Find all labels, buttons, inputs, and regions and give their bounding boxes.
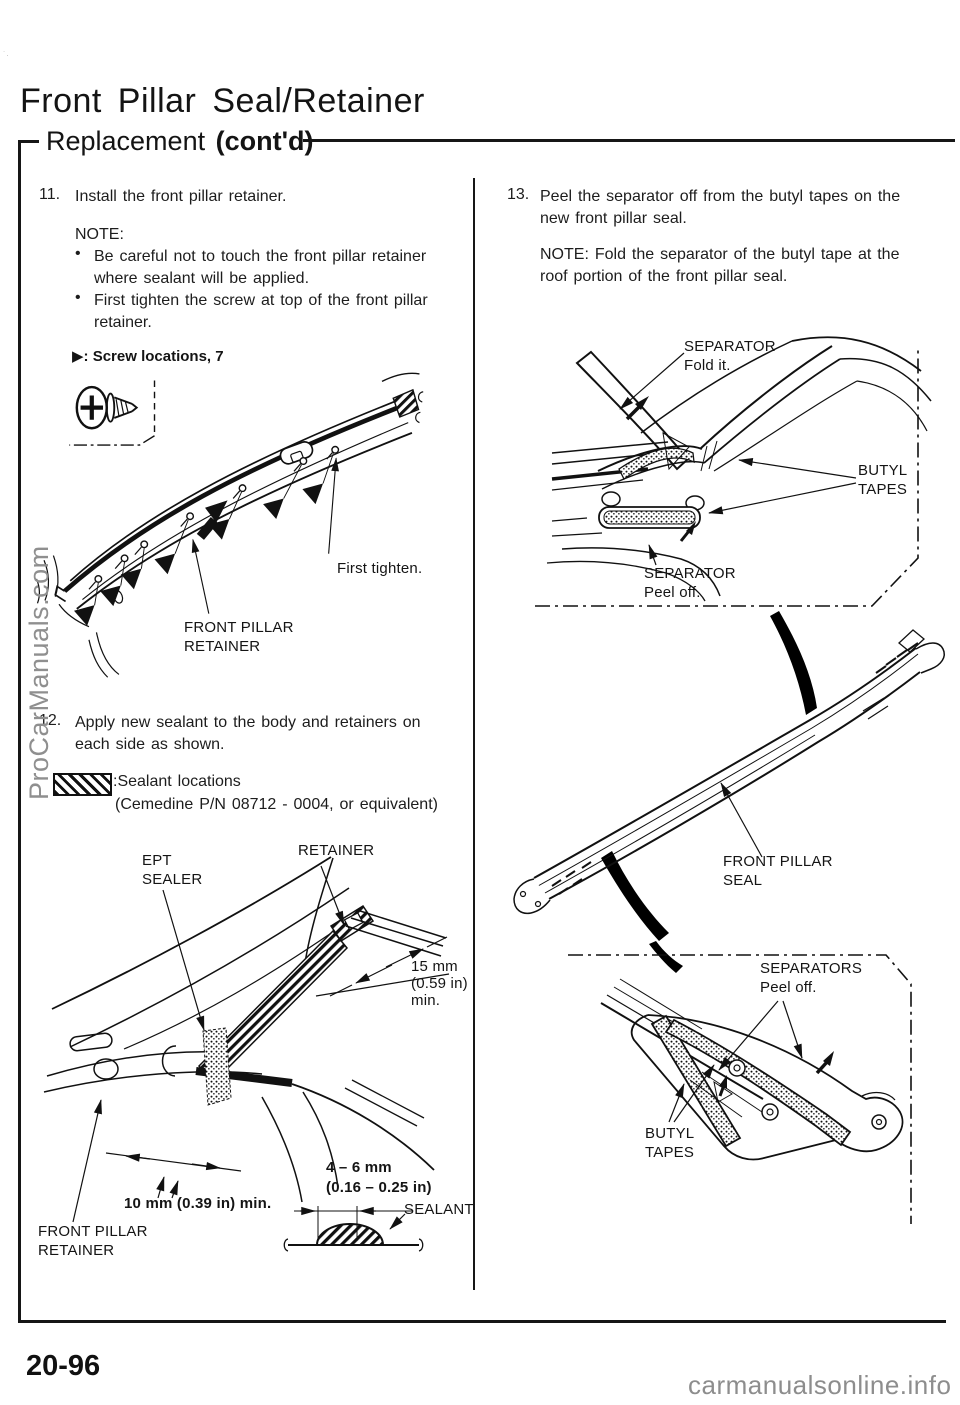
inset-border-2 <box>568 954 912 1224</box>
dimension-10mm <box>105 1152 242 1199</box>
retainer-screw-diagram <box>35 372 424 678</box>
first-tighten-label: First tighten. <box>337 560 423 577</box>
butyl-leader-3 <box>668 1083 685 1123</box>
section-contd: (cont'd) <box>215 126 314 156</box>
front-pillar-retainer-label-2: FRONT PILLAR RETAINER <box>38 1223 148 1259</box>
screw-callout-leader <box>69 380 156 446</box>
peel-motion-arrows <box>718 1051 834 1097</box>
separators-leader-2 <box>782 1000 803 1059</box>
sealant-hatch-swatch <box>53 773 112 796</box>
section-name: Replacement <box>46 126 216 156</box>
step-13-text: Peel the separator off from the butyl ta… <box>540 188 901 227</box>
scan-artifact: ˙· <box>3 50 9 60</box>
bullet-icon: • <box>75 245 81 262</box>
watermark-bottom: carmanualsonline.info <box>688 1370 952 1400</box>
butyl-tapes-label-2: BUTYL TAPES <box>645 1125 695 1161</box>
brush-swoosh-bottom <box>601 851 669 941</box>
sealant-label: SEALANT <box>404 1201 474 1218</box>
retainer-label-leader <box>191 538 210 614</box>
page-number: 20-96 <box>26 1350 101 1382</box>
screw-marker-icon: ▶ <box>72 348 84 365</box>
separators-leader-1 <box>718 1000 779 1071</box>
step-13-number: 13. <box>507 186 530 203</box>
butyl-leader-4 <box>673 1064 715 1123</box>
bottom-border <box>18 1320 946 1323</box>
note-13-text: NOTE: Fold the separator of the butyl ta… <box>540 246 900 285</box>
separator-diagram <box>535 336 932 607</box>
ept-sealer-label: EPT SEALER <box>142 852 203 888</box>
dim-15mm-label: 15 mm (0.59 in) min. <box>411 958 468 1009</box>
peel-motion-arrow <box>679 521 696 542</box>
separators-peel-diagram <box>568 941 912 1224</box>
bullet-icon: • <box>75 289 81 306</box>
dim-4-6mm-label: 4 – 6 mm (0.16 – 0.25 in) <box>326 1159 432 1196</box>
seal-label-leader <box>720 782 763 858</box>
separator-peel-label: SEPARATOR Peel off. <box>644 565 736 601</box>
step-11-text: Install the front pillar retainer. <box>75 188 287 205</box>
butyl-leader-2 <box>708 482 857 515</box>
separator-line-art <box>546 336 932 602</box>
header-bracket-stub <box>18 140 39 143</box>
note-11-label: NOTE: <box>75 226 124 243</box>
first-tighten-leader <box>328 457 339 554</box>
step-12-number: 12. <box>39 712 62 729</box>
butyl-leader-1 <box>738 458 857 479</box>
butyl-tapes-label-1: BUTYL TAPES <box>858 462 908 498</box>
screw-icon <box>75 385 139 430</box>
screw-legend-text: : Screw locations, 7 <box>83 348 224 365</box>
install-direction-arrow <box>196 500 228 540</box>
dimension-15mm <box>329 937 448 997</box>
watermark-side: ProCarManuals.com <box>24 545 54 800</box>
body-section-line-art <box>43 856 450 1203</box>
fold-motion-arrow <box>625 396 649 421</box>
retainer-label: RETAINER <box>298 842 375 859</box>
section-heading: Replacement (cont'd) <box>46 126 313 157</box>
front-pillar-seal-diagram <box>513 611 945 941</box>
screw-location-markers <box>74 483 324 626</box>
sealant-bead-detail <box>283 1206 424 1252</box>
brush-swoosh-tail <box>649 941 683 973</box>
sealant-legend-detail: (Cemedine P/N 08712 - 0004, or equivalen… <box>115 796 438 813</box>
sealant-legend-label: :Sealant locations <box>113 773 241 790</box>
page-title: Front Pillar Seal/Retainer <box>20 82 425 120</box>
retainer-top-leader <box>320 865 345 926</box>
separator-peel-leader <box>648 544 658 566</box>
step-12-text: Apply new sealant to the body and retain… <box>75 714 421 753</box>
separator-fold-leader <box>619 352 685 410</box>
column-divider <box>473 178 475 1290</box>
retainer-bottom-leader <box>72 1099 102 1223</box>
note-11-bullet-2: First tighten the screw at top of the fr… <box>94 292 428 331</box>
seal-line-art <box>513 629 945 915</box>
front-pillar-seal-label: FRONT PILLAR SEAL <box>723 853 833 889</box>
separators-peel-label: SEPARATORS Peel off. <box>760 960 863 996</box>
brush-swoosh-top <box>770 611 817 715</box>
sealant-section-diagram <box>43 856 450 1252</box>
retainer-line-art <box>35 372 424 678</box>
screw-locations-legend: ▶: Screw locations, 7 <box>72 347 224 365</box>
step-11-number: 11. <box>39 186 61 203</box>
front-pillar-retainer-label: FRONT PILLAR RETAINER <box>184 619 294 655</box>
inset-border <box>535 348 919 607</box>
left-border <box>18 140 21 1323</box>
header-rule <box>303 139 955 142</box>
dim-10mm-label: 10 mm (0.39 in) min. <box>124 1195 272 1212</box>
note-11-bullet-1: Be careful not to touch the front pillar… <box>94 248 427 287</box>
separator-fold-label: SEPARATOR Fold it. <box>684 338 776 374</box>
ept-sealer-leader <box>162 889 205 1031</box>
pillar-corner-line-art <box>600 978 904 1161</box>
